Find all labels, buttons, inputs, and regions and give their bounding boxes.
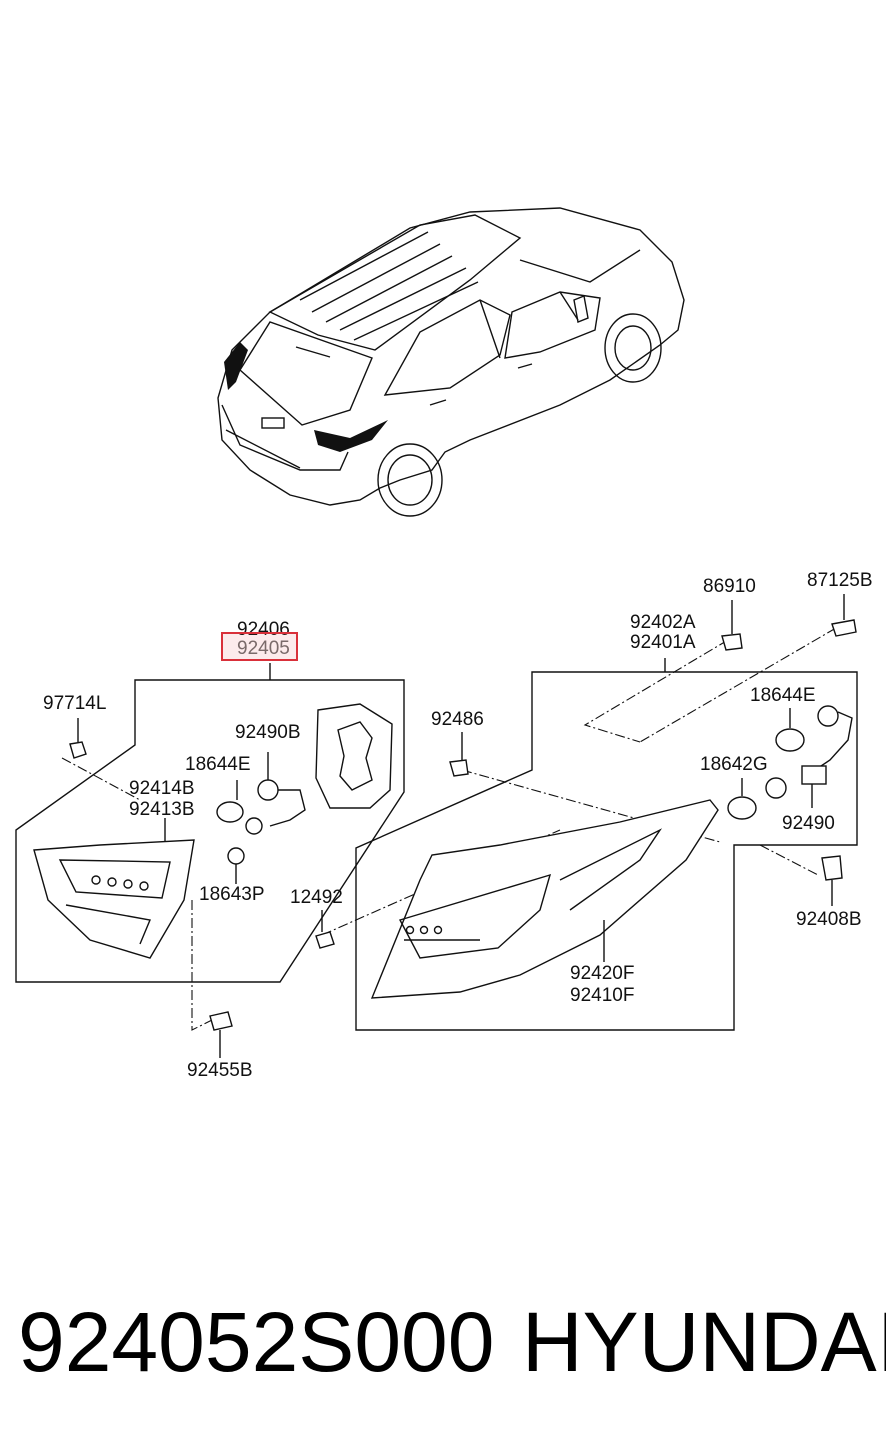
label-92413b: 92413B xyxy=(129,799,195,820)
screw-87125b xyxy=(831,594,857,637)
label-92455b: 92455B xyxy=(187,1060,253,1081)
bulb-18642g xyxy=(727,778,757,820)
label-92420f: 92420F xyxy=(570,963,635,984)
label-92408b: 92408B xyxy=(796,909,862,930)
label-18643p: 18643P xyxy=(199,884,265,905)
left-assembly-frame xyxy=(15,663,405,983)
right-socket-92490 xyxy=(765,705,853,808)
leader-92455b xyxy=(191,900,213,1031)
left-socket-part xyxy=(245,752,306,835)
right-assembly-frame xyxy=(355,658,858,1031)
label-12492: 12492 xyxy=(290,887,343,908)
highlight-box-92405[interactable] xyxy=(221,632,298,661)
label-18642g: 18642G xyxy=(700,754,768,775)
label-92490: 92490 xyxy=(782,813,835,834)
label-92486: 92486 xyxy=(431,709,484,730)
label-18644e-right: 18644E xyxy=(750,685,816,706)
label-92414b: 92414B xyxy=(129,778,195,799)
label-92410f: 92410F xyxy=(570,985,635,1006)
gasket-part xyxy=(315,703,393,809)
leader-92408b xyxy=(759,844,819,876)
label-92490b: 92490B xyxy=(235,722,301,743)
clip-92408b xyxy=(821,855,843,906)
label-18644e-left: 18644E xyxy=(185,754,251,775)
label-92405: 92405 xyxy=(237,638,290,659)
grommet-92455b xyxy=(209,1011,233,1058)
label-97714l: 97714L xyxy=(43,693,107,714)
nut-97714l xyxy=(69,718,87,759)
screw-12492 xyxy=(315,910,335,949)
bulb-18644e-left xyxy=(216,780,244,823)
outer-lamp-92410f xyxy=(370,799,719,999)
vehicle-illustration xyxy=(217,207,685,517)
bulb-18643p xyxy=(227,847,245,884)
bulb-18644e-right xyxy=(775,708,805,752)
leader-86910 xyxy=(583,639,729,743)
label-92402a: 92402A xyxy=(630,612,696,633)
label-87125b: 87125B xyxy=(807,570,873,591)
label-92401a: 92401A xyxy=(630,632,696,653)
screw-92486 xyxy=(449,732,469,777)
footer-part-number: 924052S000 xyxy=(18,1295,495,1389)
label-92406: 92406 xyxy=(237,619,290,640)
leader-87125b xyxy=(639,627,837,743)
leader-97714l xyxy=(61,757,141,801)
label-86910: 86910 xyxy=(703,576,756,597)
footer-brand: HYUNDAI xyxy=(522,1295,886,1389)
screw-86910 xyxy=(721,600,743,651)
inner-lamp-92413b xyxy=(33,818,195,959)
